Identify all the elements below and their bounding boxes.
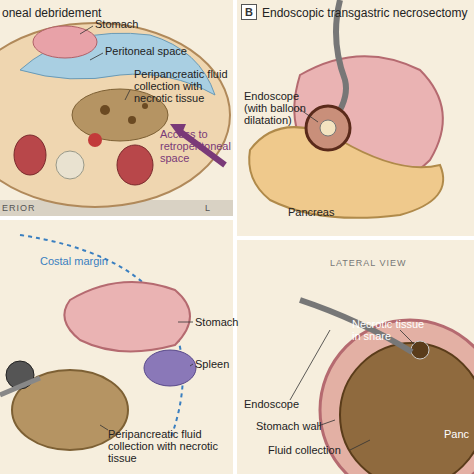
leader-line [100,425,108,430]
anatomy-label: Access to retroperitoneal space [160,128,238,164]
leader-line [190,364,193,366]
leader-line [125,90,130,100]
panel-background [237,0,474,236]
leader-line [400,330,415,345]
anatomy-label: Endoscope [244,398,314,410]
anatomy-label: Stomach wall [256,420,326,432]
kidney [14,135,46,175]
anatomy-label: Endoscope (with balloon dilatation) [244,90,324,126]
anatomy-label: Stomach [195,316,245,328]
balloon-view [306,106,350,150]
anatomy-label: Panc [444,428,474,440]
anatomy-label: Pancreas [288,206,358,218]
anatomy-label: Endoscopic transgastric necrosectomy [262,6,474,20]
balloon [320,120,336,136]
panel-letter-box: B [241,4,257,20]
fluid-collection [340,343,474,474]
panel-background [0,220,233,474]
necrotic-tissue [128,116,136,124]
anatomy-label: L [205,203,225,214]
anatomy-label: Peritoneal space [105,45,215,57]
instrument [0,378,40,395]
anatomy-label: Costal margin [40,255,130,267]
necrotic-tissue [100,105,110,115]
anatomy-label: Peripancreatic fluid collection with nec… [108,428,230,464]
anatomy-label: LATERAL VIEW [330,258,440,269]
stomach-shape [64,282,190,351]
leader-line [90,53,103,60]
leader-line [350,440,370,450]
anatomy-label: oneal debridement [2,6,162,20]
anatomy-label: Necrotic tissue in snare [352,318,432,342]
torso-section [0,23,230,207]
aorta [88,133,102,147]
kidney [117,145,153,185]
anatomy-label: Fluid collection [268,444,358,456]
leader-line [290,330,330,400]
spleen-shape [144,350,196,386]
vertebra [56,151,84,179]
anatomy-label: ERIOR [2,203,62,214]
anatomy-label: Stomach [95,18,165,30]
leader-line [80,26,93,34]
leader-line [178,322,193,323]
anatomy-label: Spleen [195,358,235,370]
stomach-shape [33,26,97,58]
panel-letter: B [245,6,253,18]
anatomy-label: Peripancreatic fluid collection with nec… [134,68,232,104]
